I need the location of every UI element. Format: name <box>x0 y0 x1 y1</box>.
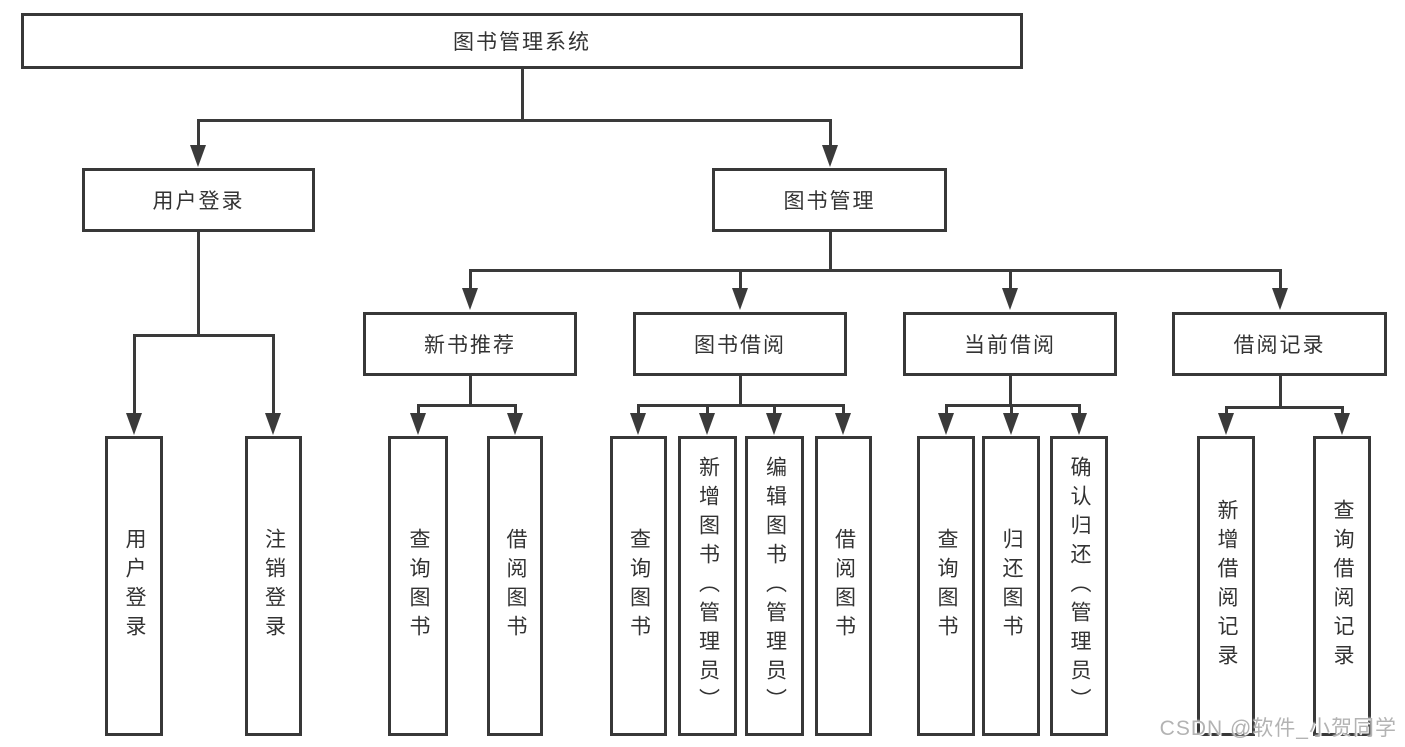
connector-segment <box>636 405 640 419</box>
node-label-bb-edit-book: 编辑图书（管理员） <box>763 455 787 717</box>
connector-segment <box>271 335 275 419</box>
connector-arrowhead <box>699 413 715 435</box>
connector-segment <box>196 120 200 151</box>
connector-segment <box>841 405 845 419</box>
node-br-add-record: 新增借阅记录 <box>1197 436 1255 736</box>
connector-segment <box>132 335 136 419</box>
connector-segment <box>1009 405 1013 419</box>
node-bb-borrow-book: 借阅图书 <box>815 436 872 736</box>
connector-segment <box>944 405 948 419</box>
connector-segment <box>1278 376 1282 408</box>
node-label-ul-user-login: 用户登录 <box>123 528 146 644</box>
node-label-cb-query-book: 查询图书 <box>935 528 958 644</box>
connector-arrowhead <box>410 413 426 435</box>
node-user-login: 用户登录 <box>82 168 315 232</box>
connector-segment <box>1008 376 1012 406</box>
connector-arrowhead <box>1071 413 1087 435</box>
connector-segment <box>828 120 832 151</box>
node-label-bb-borrow-book: 借阅图书 <box>832 528 856 644</box>
node-cb-confirm-return: 确认归还（管理员） <box>1050 436 1108 736</box>
connector-segment <box>520 69 524 121</box>
connector-segment <box>772 405 776 419</box>
connector-arrowhead <box>1334 413 1350 435</box>
node-label-ul-logout: 注销登录 <box>262 528 286 644</box>
connector-segment <box>468 268 1282 272</box>
node-nb-borrow-book: 借阅图书 <box>487 436 543 736</box>
connector-segment <box>1008 270 1012 294</box>
node-label-current-borrow: 当前借阅 <box>964 334 1056 357</box>
connector-arrowhead <box>732 288 748 310</box>
node-nb-query-book: 查询图书 <box>388 436 448 736</box>
node-br-query-record: 查询借阅记录 <box>1313 436 1371 736</box>
node-ul-logout: 注销登录 <box>245 436 302 736</box>
connector-arrowhead <box>1218 413 1234 435</box>
connector-arrowhead <box>190 145 206 167</box>
node-label-user-login: 用户登录 <box>152 190 245 213</box>
connector-arrowhead <box>835 413 851 435</box>
connector-segment <box>738 376 742 406</box>
node-bb-query-book: 查询图书 <box>610 436 667 736</box>
connector-segment <box>196 118 832 122</box>
connector-segment <box>944 403 1081 407</box>
connector-segment <box>1224 405 1344 409</box>
connector-arrowhead <box>1272 288 1288 310</box>
node-root: 图书管理系统 <box>21 13 1023 69</box>
node-label-br-add-record: 新增借阅记录 <box>1215 499 1238 673</box>
connector-segment <box>828 232 832 271</box>
connector-arrowhead <box>1002 288 1018 310</box>
node-label-root: 图书管理系统 <box>453 31 591 54</box>
node-cb-query-book: 查询图书 <box>917 436 975 736</box>
node-label-bb-query-book: 查询图书 <box>627 528 651 644</box>
connector-arrowhead <box>938 413 954 435</box>
node-label-borrow-record: 借阅记录 <box>1233 334 1326 357</box>
connector-segment <box>705 405 709 419</box>
node-new-book-rec: 新书推荐 <box>363 312 577 376</box>
node-label-nb-query-book: 查询图书 <box>407 528 430 644</box>
node-current-borrow: 当前借阅 <box>903 312 1117 376</box>
connector-segment <box>636 403 845 407</box>
connector-segment <box>468 376 472 406</box>
connector-arrowhead <box>822 145 838 167</box>
node-bb-add-book: 新增图书（管理员） <box>678 436 737 736</box>
node-bb-edit-book: 编辑图书（管理员） <box>745 436 804 736</box>
node-label-bb-add-book: 新增图书（管理员） <box>696 455 720 717</box>
watermark: CSDN @软件_小贺同学 <box>1159 717 1397 740</box>
connector-segment <box>738 270 742 294</box>
connector-segment <box>196 232 200 336</box>
node-label-book-mgmt: 图书管理 <box>783 190 876 213</box>
connector-segment <box>1077 405 1081 419</box>
node-borrow-record: 借阅记录 <box>1172 312 1387 376</box>
node-label-book-borrow: 图书借阅 <box>694 334 786 357</box>
node-label-cb-return-book: 归还图书 <box>1000 528 1023 644</box>
connector-arrowhead <box>462 288 478 310</box>
connector-segment <box>132 333 275 337</box>
node-book-mgmt: 图书管理 <box>712 168 947 232</box>
connector-arrowhead <box>630 413 646 435</box>
connector-segment <box>416 405 420 419</box>
connector-segment <box>416 403 517 407</box>
connector-arrowhead <box>126 413 142 435</box>
connector-arrowhead <box>507 413 523 435</box>
connector-arrowhead <box>265 413 281 435</box>
connector-segment <box>1278 270 1282 294</box>
connector-segment <box>513 405 517 419</box>
node-book-borrow: 图书借阅 <box>633 312 847 376</box>
node-ul-user-login: 用户登录 <box>105 436 163 736</box>
node-label-new-book-rec: 新书推荐 <box>424 334 516 357</box>
node-label-nb-borrow-book: 借阅图书 <box>504 528 527 644</box>
connector-arrowhead <box>766 413 782 435</box>
node-cb-return-book: 归还图书 <box>982 436 1040 736</box>
node-label-cb-confirm-return: 确认归还（管理员） <box>1068 455 1091 717</box>
connector-arrowhead <box>1003 413 1019 435</box>
connector-segment <box>468 270 472 294</box>
node-label-br-query-record: 查询借阅记录 <box>1331 499 1354 673</box>
